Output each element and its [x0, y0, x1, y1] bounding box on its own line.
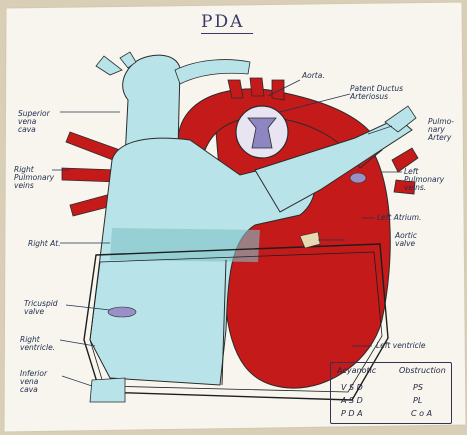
- label-tricuspid-valve: Tricuspid valve: [24, 300, 58, 316]
- label-right-atrium: Right At.: [28, 240, 61, 248]
- table-header-obstruction: Obstruction: [399, 366, 446, 375]
- classification-table: Acyanotic Obstruction V S D PS A S D PL …: [330, 362, 452, 424]
- table-cell: V S D: [341, 383, 363, 392]
- label-pulmonary-artery: Pulmo- nary Artery: [428, 118, 454, 142]
- table-header-acyanotic: Acyanotic: [337, 366, 376, 375]
- table-cell: C o A: [411, 409, 432, 418]
- label-left-atrium: Left Atrium.: [377, 214, 421, 222]
- label-left-pulmonary-veins: Left Pulmonary veins.: [404, 168, 444, 192]
- table-cell: PS: [413, 383, 423, 392]
- label-right-ventricle: Right ventricle.: [20, 336, 55, 352]
- label-inferior-vena-cava: Inferior vena cava: [20, 370, 47, 394]
- table-cell: P D A: [341, 409, 363, 418]
- title-underline: [201, 33, 253, 34]
- label-aortic-valve: Aortic valve: [395, 232, 417, 248]
- diagram-title: PDA: [201, 12, 244, 32]
- label-left-ventricle: Left ventricle: [376, 342, 426, 350]
- label-aorta: Aorta.: [302, 72, 325, 80]
- inferior-vena-cava: [90, 378, 125, 402]
- label-pda: Patent Ductus Arteriosus: [350, 85, 403, 101]
- label-right-pulmonary-veins: Right Pulmonary veins: [14, 166, 54, 190]
- tricuspid-valve: [108, 307, 136, 317]
- pulmonary-valve: [350, 173, 366, 183]
- table-cell: A S D: [341, 396, 363, 405]
- table-cell: PL: [413, 396, 422, 405]
- label-superior-vena-cava: Superior vena cava: [18, 110, 50, 134]
